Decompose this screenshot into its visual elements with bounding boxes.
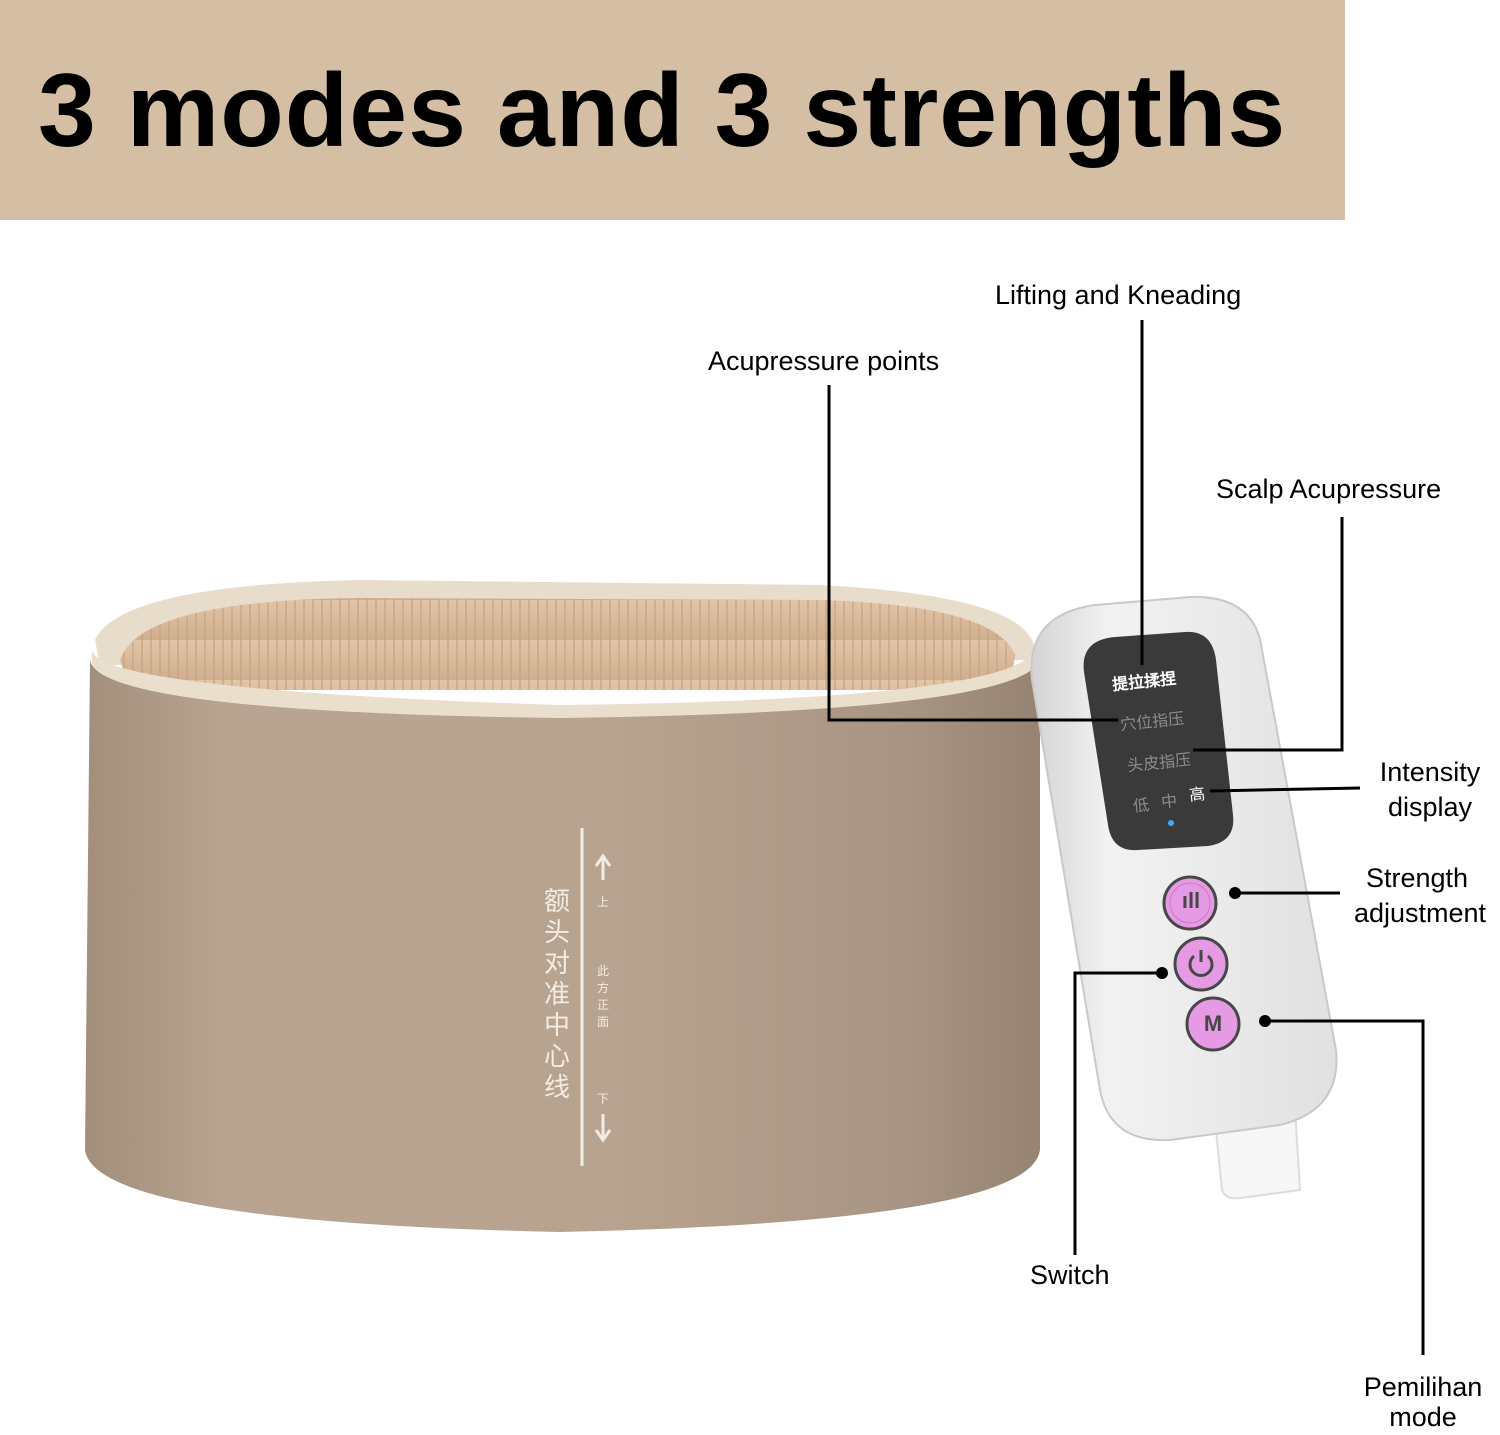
- remote-control: [1030, 595, 1338, 1142]
- plush-fold: [360, 600, 880, 690]
- band-rim-edge: [92, 650, 1035, 730]
- band-up-label: 上: [597, 895, 610, 909]
- callout-intensity-display-line1: Intensity: [1379, 757, 1481, 787]
- band-body: [85, 660, 1040, 1232]
- screen-level-mid: 中: [1160, 791, 1179, 812]
- callout-switch: Switch: [1030, 1260, 1110, 1290]
- head-massager: [85, 580, 1040, 1232]
- callout-line-acupressure: [827, 385, 1118, 722]
- remote-cable: [1213, 1108, 1302, 1200]
- callout-line-switch: [1073, 971, 1162, 1255]
- band-vertical-text: 额头对准中心线: [544, 887, 571, 1103]
- screen-level-low: 低: [1132, 795, 1151, 816]
- callout-lifting-kneading: Lifting and Kneading: [995, 280, 1242, 310]
- callout-intensity-display-line2: display: [1387, 792, 1473, 822]
- callout-acupressure-points: Acupressure points: [708, 346, 940, 376]
- callout-line-mode: [1265, 1019, 1425, 1355]
- callout-mode-selection-line1: Pemilihan: [1363, 1372, 1483, 1402]
- callout-strength-adjustment-line2: adjustment: [1353, 898, 1487, 928]
- mode-button[interactable]: [1185, 996, 1241, 1052]
- band-down-label: 下: [597, 1092, 610, 1106]
- callout-line-intensity: [1209, 786, 1361, 793]
- remote-screen: [1083, 631, 1234, 851]
- down-arrow-icon: [594, 1114, 612, 1143]
- callout-dot-strength: [1229, 887, 1241, 899]
- power-button[interactable]: [1173, 936, 1229, 992]
- callout-lines: [827, 320, 1425, 1355]
- power-icon: [1188, 954, 1214, 977]
- page-title: 3 modes and 3 strengths: [38, 53, 1287, 169]
- callout-dot-mode: [1259, 1015, 1271, 1027]
- strength-button[interactable]: [1162, 875, 1218, 931]
- callout-strength-adjustment-line1: Strength: [1365, 863, 1469, 893]
- mode-button-glyph[interactable]: M: [1203, 1011, 1223, 1036]
- screen-level-high: 高: [1188, 784, 1207, 805]
- callout-scalp-acupressure: Scalp Acupressure: [1216, 474, 1442, 504]
- title-banner: 3 modes and 3 strengths: [0, 0, 1345, 220]
- callout-mode-selection-line2: mode: [1389, 1402, 1457, 1432]
- screen-led-dot: [1168, 820, 1174, 826]
- callout-dot-switch: [1156, 967, 1168, 979]
- band-middle-label: 此方正面: [597, 964, 610, 1029]
- strength-button-glyph[interactable]: ıll: [1181, 888, 1201, 913]
- callout-line-scalp: [1193, 517, 1344, 752]
- up-arrow-icon: [594, 853, 612, 880]
